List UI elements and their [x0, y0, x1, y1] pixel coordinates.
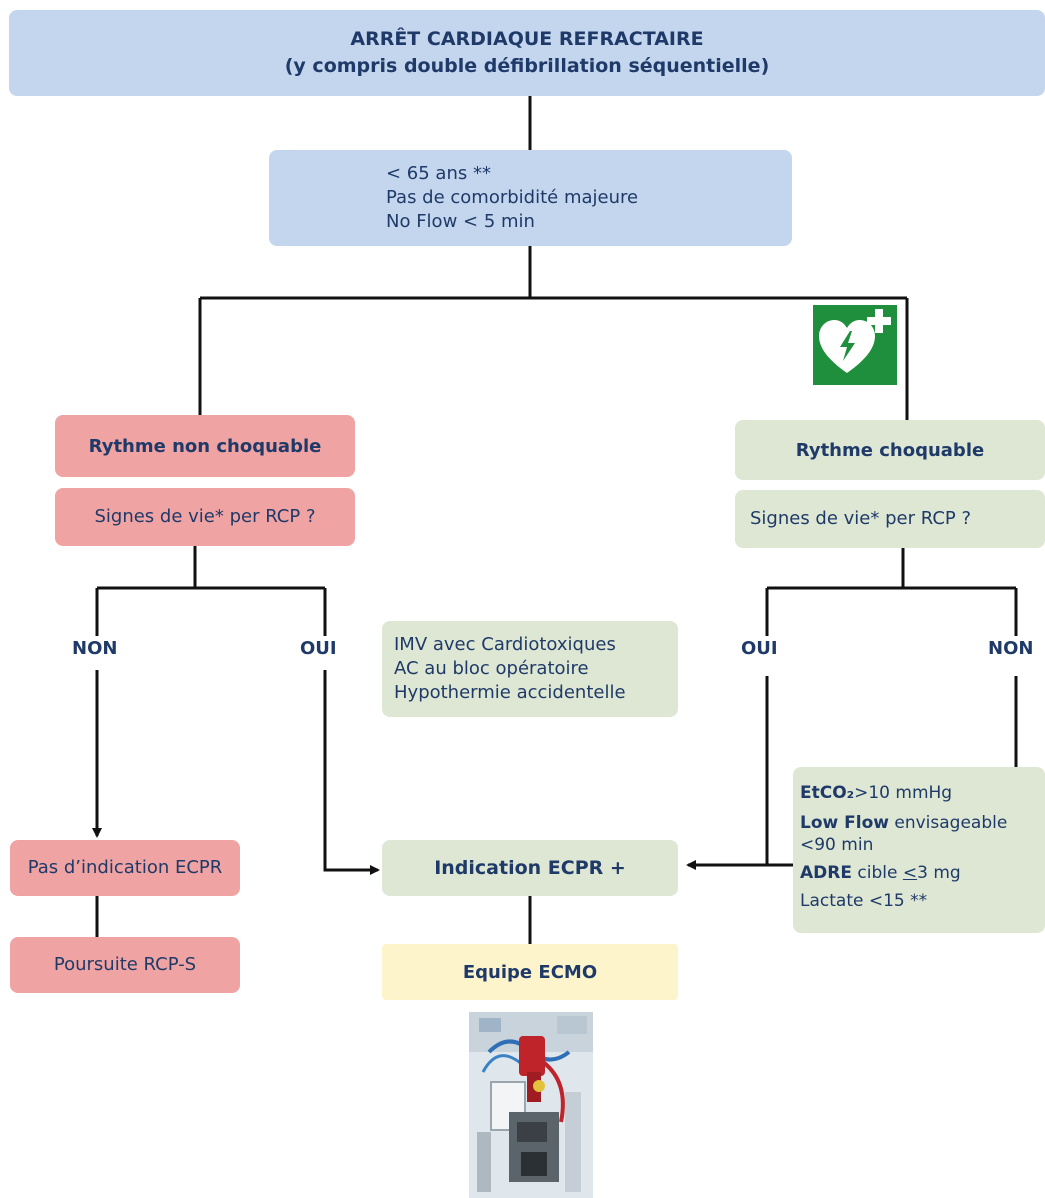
no-ecpr-indication-label: Pas d’indication ECPR [27, 857, 223, 878]
right-non-label: NON [988, 638, 1034, 659]
lactate-criterion: Lactate <15 ** [800, 891, 928, 911]
no-ecpr-indication-box: Pas d’indication ECPR [10, 840, 240, 896]
ecmo-machine-photo [469, 1012, 593, 1198]
low-flow-criterion: Low Flow envisageable [800, 811, 1045, 835]
non-shockable-rhythm-box: Rythme non choquable [55, 415, 355, 477]
left-signs-of-life-question: Signes de vie* per RCP ? [94, 506, 316, 527]
title-line-2: (y compris double défibrillation séquent… [284, 55, 770, 77]
criteria-age: < 65 ans ** [386, 163, 491, 184]
ecpr-indication-label: Indication ECPR + [434, 857, 626, 879]
etco2-label: EtCO₂ [800, 783, 855, 803]
right-signs-of-life-question: Signes de vie* per RCP ? [750, 508, 972, 529]
special-case-cardiotoxic: IMV avec Cardiotoxiques [394, 634, 616, 655]
ecpr-criteria-box: EtCO₂>10 mmHg Low Flow envisageable <90 … [793, 767, 1045, 933]
low-flow-duration: <90 min [800, 835, 874, 855]
adrenaline-target-text: cible [851, 863, 903, 883]
criteria-comorbidity: Pas de comorbidité majeure [386, 187, 639, 208]
continue-cpr-label: Poursuite RCP-S [53, 954, 197, 975]
title-box: ARRÊT CARDIAQUE REFRACTAIRE (y compris d… [9, 10, 1045, 96]
adrenaline-label: ADRE [800, 863, 852, 883]
right-signs-of-life-box: Signes de vie* per RCP ? [735, 490, 1045, 548]
special-case-hypothermia: Hypothermie accidentelle [394, 682, 626, 703]
continue-cpr-box: Poursuite RCP-S [10, 937, 240, 993]
special-case-operating-room: AC au bloc opératoire [394, 658, 589, 679]
adrenaline-criterion: ADRE cible <3 mg [800, 861, 1045, 885]
ecmo-team-label: Equipe ECMO [462, 961, 598, 983]
low-flow-text: envisageable [888, 813, 1008, 833]
low-flow-label: Low Flow [800, 813, 889, 833]
criteria-no-flow: No Flow < 5 min [386, 211, 535, 232]
left-oui-label: OUI [300, 638, 337, 659]
left-signs-of-life-box: Signes de vie* per RCP ? [55, 488, 355, 546]
left-non-label: NON [72, 638, 118, 659]
special-cases-box: IMV avec Cardiotoxiques AC au bloc opéra… [382, 621, 678, 717]
shockable-rhythm-label: Rythme choquable [795, 439, 985, 461]
aed-heart-plus-icon [813, 305, 897, 385]
adrenaline-dose: 3 mg [917, 863, 961, 883]
adrenaline-le-symbol: < [902, 863, 918, 883]
etco2-value: >10 mmHg [854, 783, 953, 803]
title-line-1: ARRÊT CARDIAQUE REFRACTAIRE [350, 28, 704, 50]
criteria-box: < 65 ans ** Pas de comorbidité majeure N… [269, 150, 792, 246]
right-oui-label: OUI [741, 638, 778, 659]
ecmo-team-box: Equipe ECMO [382, 944, 678, 1000]
etco2-criterion: EtCO₂>10 mmHg [800, 781, 1045, 805]
ecpr-indication-box: Indication ECPR + [382, 840, 678, 896]
non-shockable-rhythm-label: Rythme non choquable [88, 435, 322, 457]
shockable-rhythm-box: Rythme choquable [735, 420, 1045, 480]
